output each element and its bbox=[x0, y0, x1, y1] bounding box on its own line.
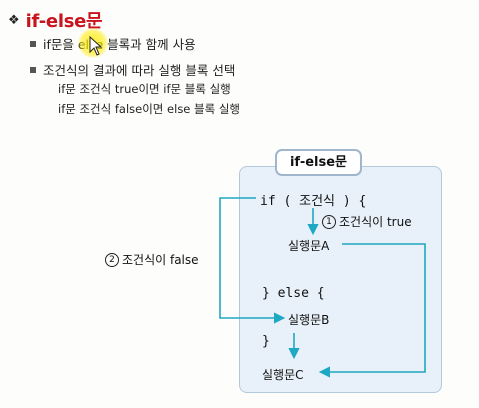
diamond-bullet-icon: ❖ bbox=[8, 12, 20, 28]
code-else-line: } else { bbox=[262, 286, 325, 301]
sub-bullet-text: if문 조건식 false이면 else 블록 실행 bbox=[58, 102, 241, 116]
title-row: ❖ if-else문 bbox=[8, 7, 103, 33]
statement-c: 실행문C bbox=[262, 368, 304, 382]
diagram-box bbox=[239, 166, 442, 393]
bullet-item: 조건식의 결과에 따라 실행 블록 선택 bbox=[30, 60, 235, 79]
code-if-line: if ( 조건식 ) { bbox=[260, 194, 367, 209]
square-bullet-icon bbox=[30, 66, 36, 73]
step-number-badge: 2 bbox=[105, 252, 119, 267]
bullet-text: 조건식의 결과에 따라 실행 블록 선택 bbox=[43, 63, 236, 78]
true-path-label: 1 조건식이 true bbox=[322, 213, 412, 230]
step-number-badge: 1 bbox=[322, 214, 336, 229]
if-to-end-arrow bbox=[318, 243, 426, 378]
true-path-text: 조건식이 true bbox=[339, 215, 412, 229]
false-arrow bbox=[219, 197, 286, 324]
sub-bullet-text: if문 조건식 true이면 if문 블록 실행 bbox=[58, 82, 231, 96]
square-bullet-icon bbox=[30, 40, 36, 47]
false-path-text: 조건식이 false bbox=[122, 253, 199, 267]
code-close-brace: } bbox=[262, 334, 270, 349]
statement-b: 실행문B bbox=[288, 313, 330, 327]
diagram-title: if-else문 bbox=[275, 149, 362, 176]
statement-a: 실행문A bbox=[288, 239, 330, 253]
slide-title: if-else문 bbox=[25, 11, 103, 32]
false-path-label: 2 조건식이 false bbox=[105, 251, 199, 268]
